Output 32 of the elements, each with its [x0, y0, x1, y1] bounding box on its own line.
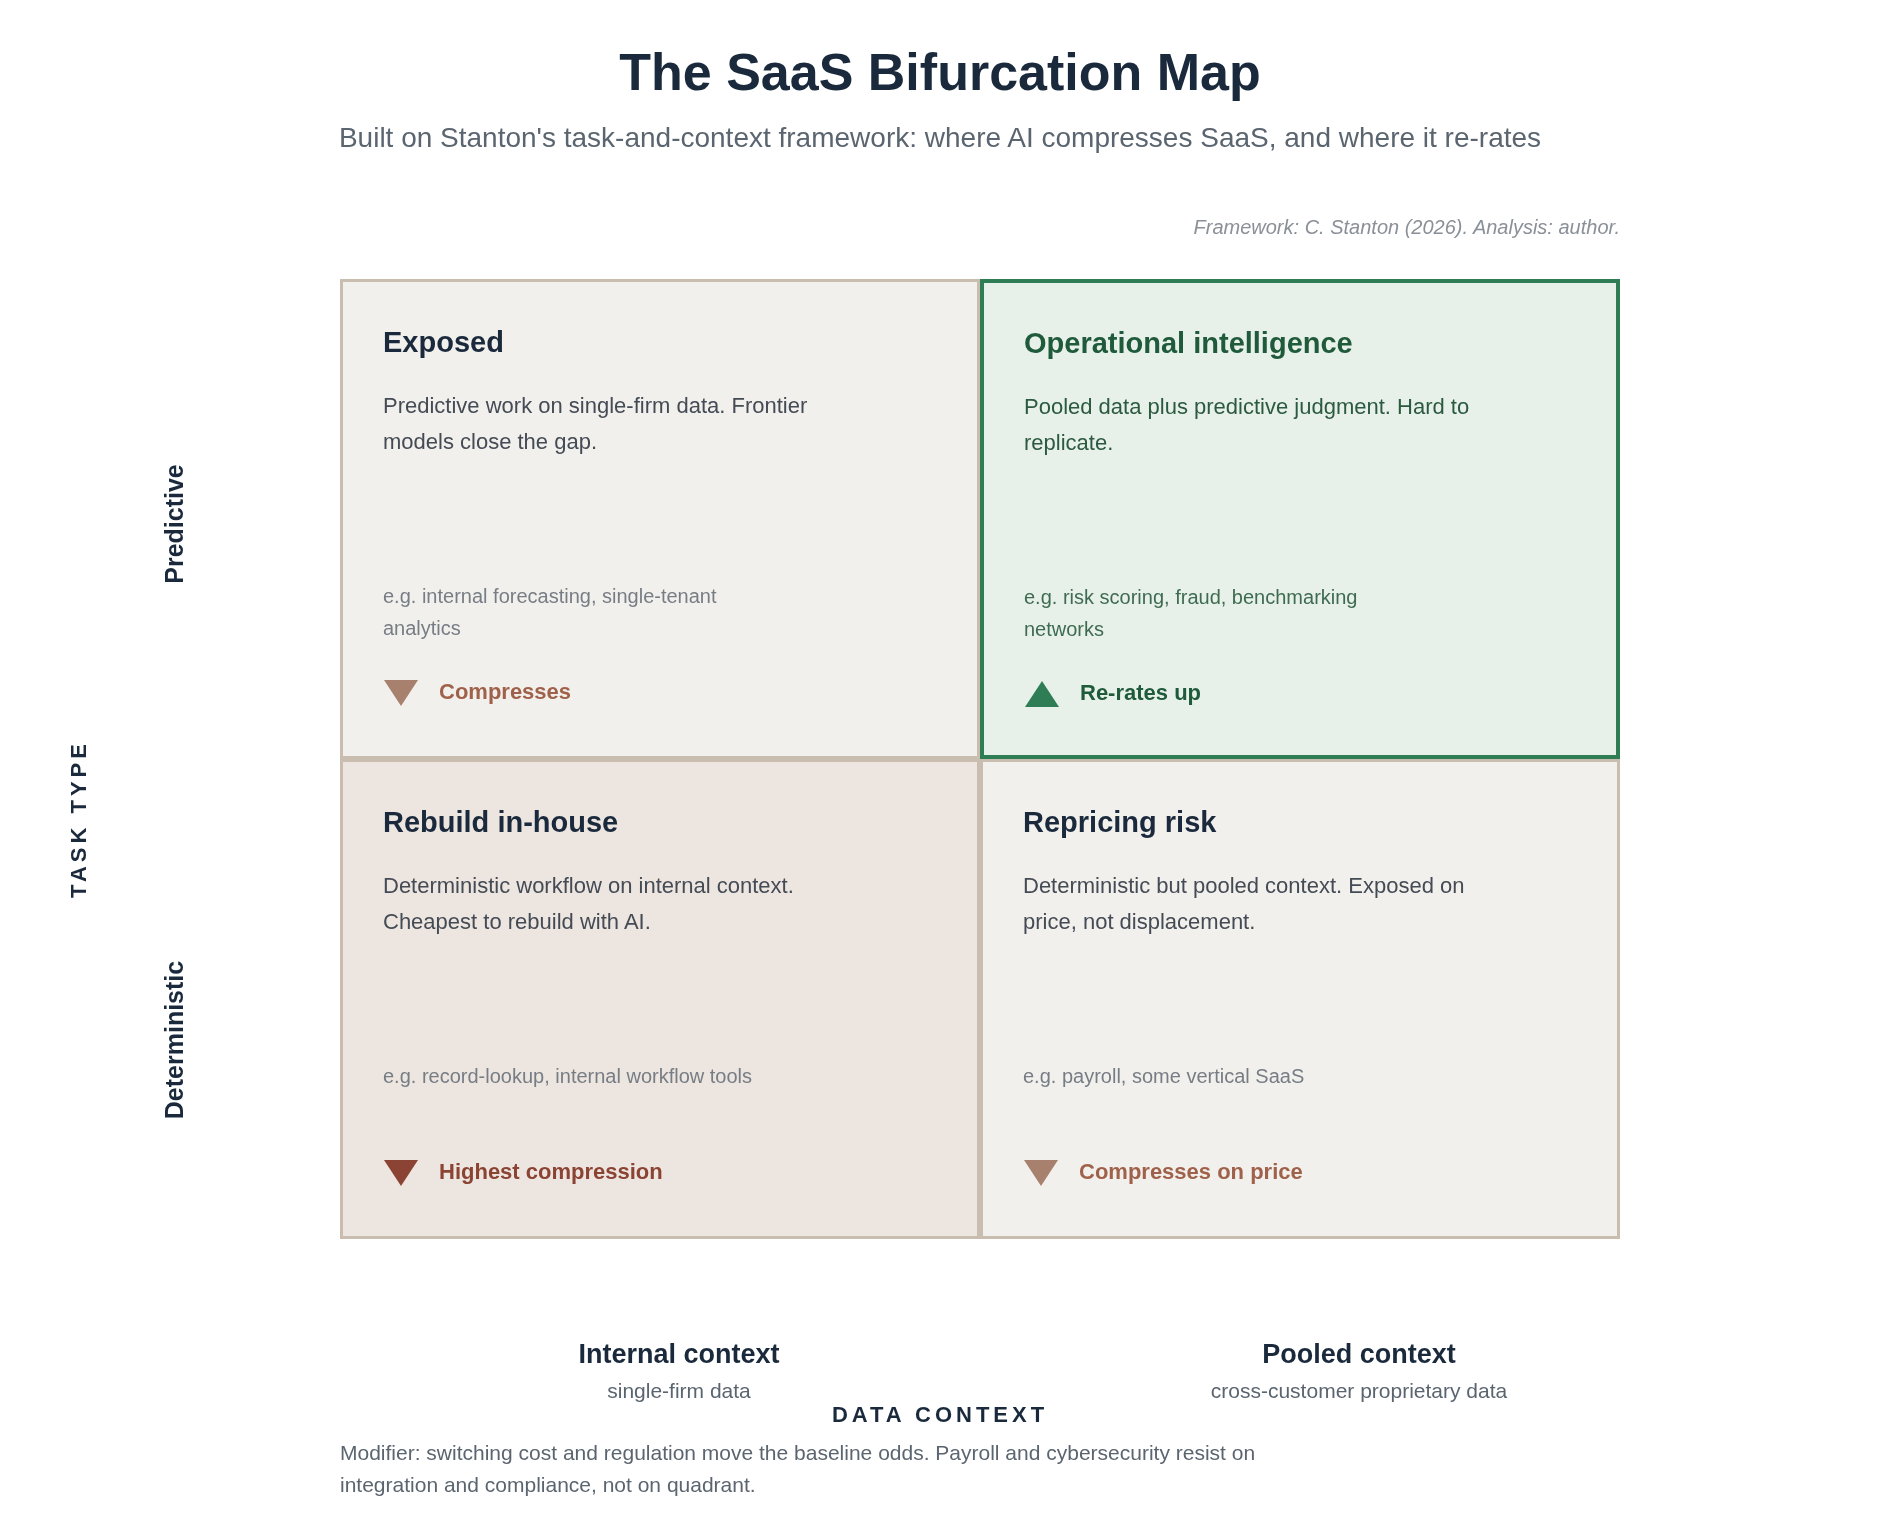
quadrant-heading: Operational intelligence — [1024, 327, 1353, 360]
axis-label: Internal context — [578, 1338, 780, 1370]
example-text: e.g. record-lookup, internal workflow tools — [383, 1064, 754, 1089]
quadrant-heading: Repricing risk — [1023, 806, 1217, 839]
quadrant-heading: Rebuild in-house — [383, 806, 619, 839]
axis-sublabel: single-firm data — [607, 1379, 751, 1403]
title: The SaaS Bifurcation Map — [618, 42, 1262, 102]
subtitle: Built on Stanton's task-and-context framework: where AI compresses SaaS, and where it re-rates — [337, 122, 1543, 154]
verdict-text: Compresses — [439, 679, 572, 705]
axis-label: Pooled context — [1262, 1338, 1456, 1370]
quadrant-description: Predictive work on single-firm data. Frontier models close the gap. — [383, 392, 809, 456]
example-text: e.g. risk scoring, fraud, benchmarking networks — [1024, 585, 1359, 642]
axis-label: Predictive — [159, 464, 189, 584]
quadrant-panel — [980, 279, 1620, 759]
axis-title: DATA CONTEXT — [831, 1402, 1049, 1428]
example-text: e.g. payroll, some vertical SaaS — [1023, 1064, 1306, 1089]
quadrant-panel — [980, 759, 1620, 1239]
footnote: Modifier: switching cost and regulation move the baseline odds. Payroll and cybersecurity resist on integration and compliance, not on quadrant. — [340, 1440, 1257, 1498]
quadrant-panel — [340, 759, 980, 1239]
example-text: e.g. internal forecasting, single-tenant analytics — [383, 584, 718, 641]
axis-title: TASK TYPE — [66, 740, 92, 898]
quadrant-description: Pooled data plus predictive judgment. Hard to replicate. — [1024, 393, 1471, 457]
quadrant-description: Deterministic but pooled context. Exposed on price, not displacement. — [1023, 872, 1466, 936]
quadrant-panel — [340, 279, 980, 759]
axis-label: Deterministic — [159, 960, 189, 1120]
verdict-text: Compresses on price — [1079, 1159, 1303, 1185]
quadrant-description: Deterministic workflow on internal context. Cheapest to rebuild with AI. — [383, 872, 795, 936]
verdict-text: Re-rates up — [1080, 680, 1202, 706]
verdict-text: Highest compression — [439, 1159, 663, 1185]
axis-sublabel: cross-customer proprietary data — [1210, 1379, 1508, 1403]
quadrant-heading: Exposed — [383, 326, 504, 359]
source-note: Framework: C. Stanton (2026). Analysis: author. — [1193, 216, 1620, 239]
